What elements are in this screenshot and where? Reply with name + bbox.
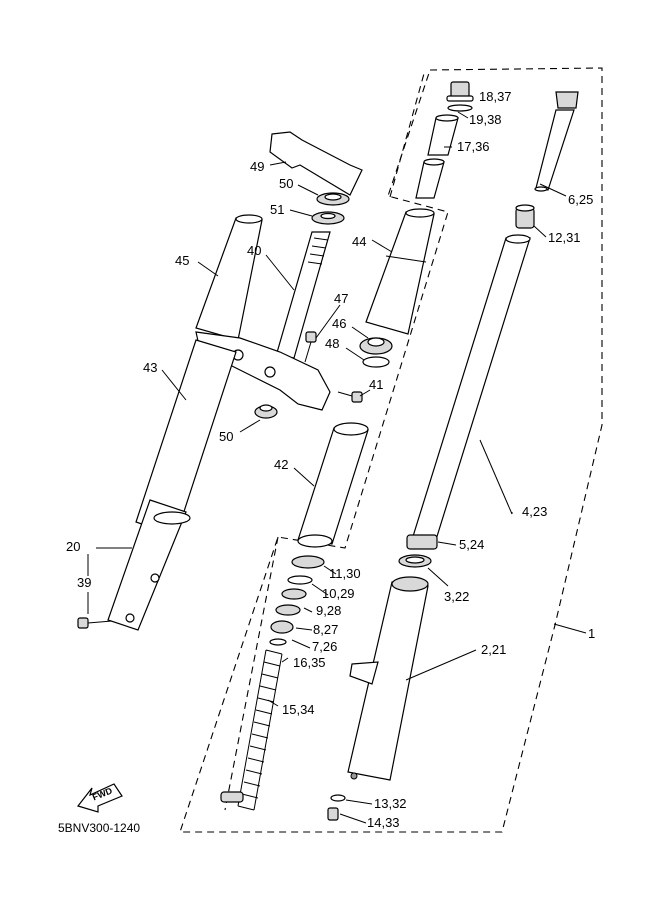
callout-43: 43	[143, 360, 158, 375]
callout-8-27: 8,27	[313, 622, 339, 637]
callout-51: 51	[270, 202, 285, 217]
bracket-part	[269, 131, 363, 196]
callout-41: 41	[369, 377, 384, 392]
callout-40: 40	[247, 243, 262, 258]
callout-17-36: 17,36	[457, 139, 490, 154]
callout-11-30: 11,30	[329, 566, 361, 581]
fork-cover-part	[365, 208, 435, 335]
cap-bolt-part	[446, 81, 474, 112]
inner-kit-outline	[389, 69, 426, 198]
callout-47: 47	[334, 291, 349, 306]
callout-20: 20	[66, 539, 81, 554]
callout-19-38: 19,38	[469, 112, 502, 127]
callout-16-35: 16,35	[293, 655, 326, 670]
callout-18-37: 18,37	[479, 89, 512, 104]
steering-stem-part	[275, 231, 331, 359]
callout-4-23: 4,23	[522, 504, 548, 519]
callout-12-31: 12,31	[548, 230, 581, 245]
callout-42: 42	[274, 457, 289, 472]
cylinder-part	[297, 422, 369, 548]
callout-14-33: 14,33	[367, 815, 400, 830]
callout-6-25: 6,25	[568, 192, 594, 207]
callout-44: 44	[352, 234, 367, 249]
fork-spring-part	[220, 649, 283, 811]
diagram-code: 5BNV300-1240	[58, 821, 141, 835]
left-fork-cover-part	[195, 214, 263, 341]
callout-50-bottom: 50	[219, 429, 234, 444]
seal-stack-parts	[269, 555, 325, 646]
callout-45: 45	[175, 253, 190, 268]
callout-10-29: 10,29	[322, 586, 355, 601]
washer-parts-top	[311, 192, 350, 225]
callout-13-32: 13,32	[374, 796, 407, 811]
callout-49: 49	[250, 159, 265, 174]
callout-2-21: 2,21	[481, 642, 507, 657]
callout-3-22: 3,22	[444, 589, 470, 604]
drain-bolt-parts	[327, 794, 346, 821]
outer-fork-tube-part	[107, 339, 237, 631]
nut-and-washer-parts	[359, 337, 393, 368]
inner-tube-part	[406, 234, 531, 550]
lower-fork-tube-part	[347, 576, 429, 781]
collar-part	[415, 114, 459, 199]
callout-5-24: 5,24	[459, 537, 485, 552]
callout-46: 46	[332, 316, 347, 331]
callout-7-26: 7,26	[312, 639, 338, 654]
leader-lines	[87, 95, 587, 824]
bolt-parts	[304, 331, 363, 403]
spring-kit-outline	[224, 536, 279, 811]
assembly-outline-1	[179, 67, 603, 833]
callout-1: 1	[588, 626, 596, 641]
axle-bolt-part	[77, 617, 113, 629]
damper-rod-part	[534, 91, 579, 192]
callout-48: 48	[325, 336, 340, 351]
oil-seal-parts	[398, 554, 432, 568]
callout-50-top: 50	[279, 176, 294, 191]
callout-15-34: 15,34	[282, 702, 315, 717]
callout-39: 39	[77, 575, 92, 590]
ring-part	[515, 204, 535, 229]
callout-9-28: 9,28	[316, 603, 342, 618]
lower-nut-part	[254, 404, 278, 419]
fwd-arrow-icon	[76, 783, 123, 813]
